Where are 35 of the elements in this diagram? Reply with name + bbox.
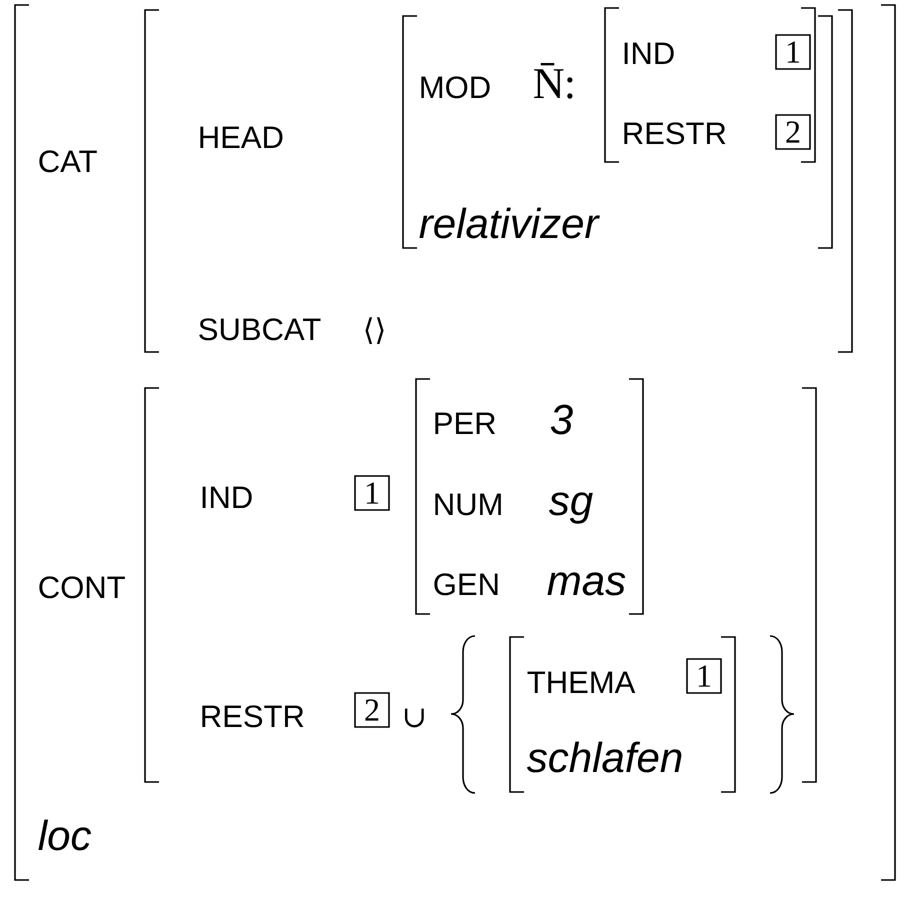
symbol: ⟨⟩ [366, 317, 384, 344]
feature-label: GEN [434, 573, 498, 596]
value-label: schlafen [526, 742, 682, 772]
attribute-value-matrix [14, 4, 896, 881]
attribute-value-matrix [144, 387, 817, 783]
feature-label: HEAD [200, 126, 282, 148]
feature-label: MOD [421, 76, 490, 98]
tag-box: 1 [686, 658, 722, 694]
value-label: relativizer [420, 208, 600, 238]
attribute-value-matrix [509, 636, 736, 793]
feature-label: SUBCAT [199, 318, 321, 340]
attribute-value-matrix [402, 15, 833, 249]
feature-label: IND [202, 486, 252, 508]
feature-label: CAT [39, 150, 97, 172]
feature-label: NUM [435, 494, 501, 516]
tag-box: 1 [775, 34, 811, 70]
feature-label: PER [435, 412, 496, 434]
value-label: loc [38, 820, 91, 850]
tag-box: 2 [354, 692, 390, 728]
value-label: mas [548, 572, 626, 596]
attribute-value-matrix [604, 7, 816, 163]
feature-label: RESTR [624, 122, 726, 144]
attribute-value-matrix [144, 9, 853, 353]
feature-label: THEMA [528, 672, 636, 693]
type-label: N̄ [534, 63, 564, 98]
feature-label: IND [624, 42, 674, 64]
feature-label: RESTR [202, 705, 304, 728]
symbol: ∪ [404, 708, 424, 728]
attribute-value-matrix [415, 378, 644, 615]
type-label: : [567, 77, 572, 99]
value-label: 3 [550, 404, 573, 434]
tag-box: 2 [775, 114, 811, 150]
value-label: sg [548, 492, 593, 524]
feature-label: CONT [39, 576, 125, 598]
tag-box: 1 [354, 475, 390, 511]
